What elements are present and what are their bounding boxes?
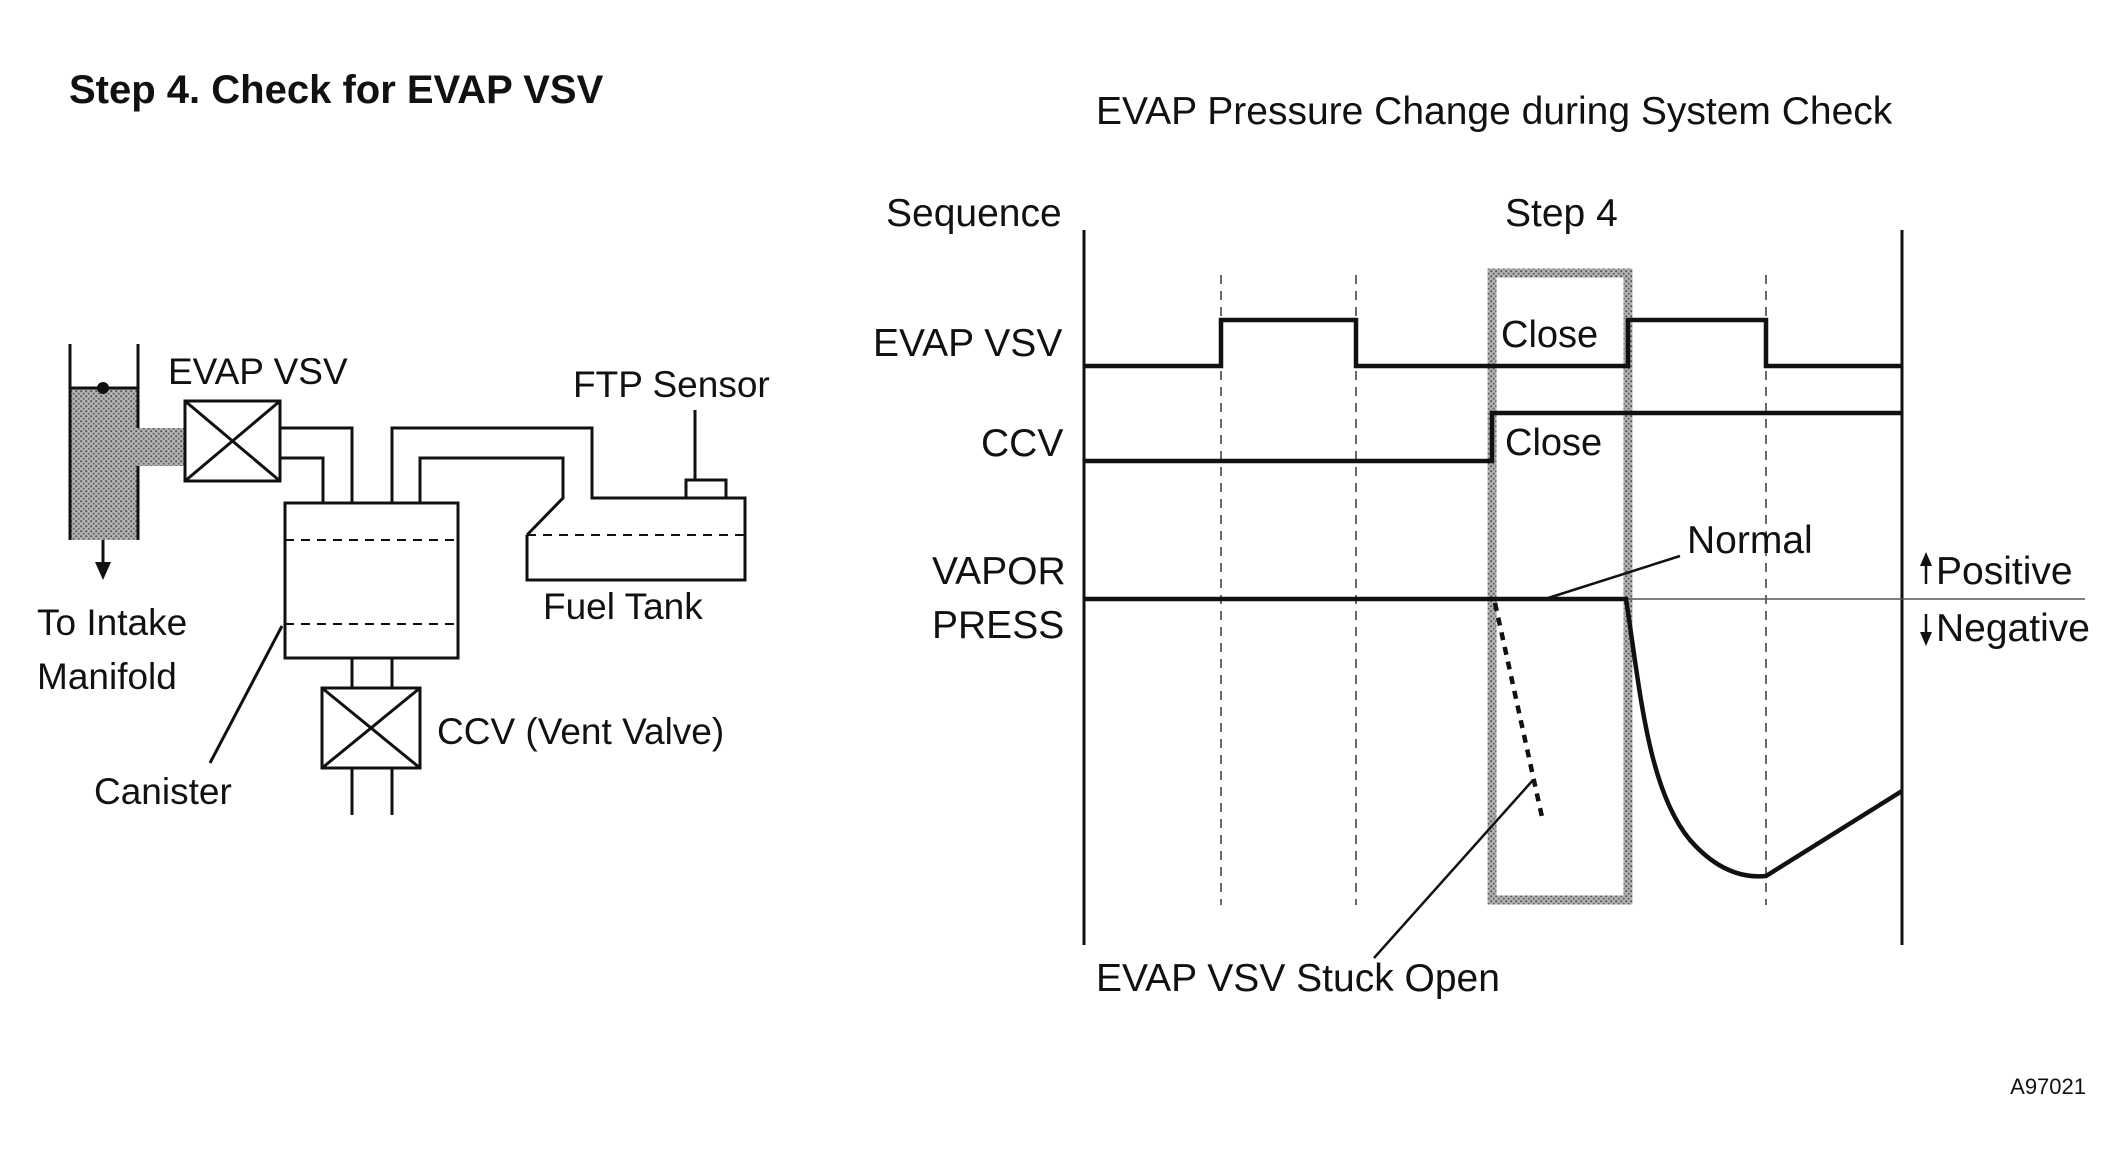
evap-vsv-signal xyxy=(1084,317,1902,369)
normal-label: Normal xyxy=(1687,519,1813,562)
ftp-sensor xyxy=(684,410,728,500)
canister xyxy=(283,501,460,660)
ccv-signal xyxy=(1084,410,1902,464)
intake-label-line2: Manifold xyxy=(37,656,177,697)
ccv-label: CCV (Vent Valve) xyxy=(437,711,724,752)
step-label: Step 4 xyxy=(1505,192,1618,235)
up-arrow-icon xyxy=(1920,552,1932,584)
row-label-vapor: VAPOR xyxy=(932,550,1066,593)
down-arrow-icon xyxy=(1920,614,1932,646)
timing-chart: EVAP Pressure Change during System Check… xyxy=(873,90,2090,1000)
fuel-tank-label: Fuel Tank xyxy=(543,586,703,627)
evap-schematic: EVAP VSV FTP Sensor To Intake Manifold F… xyxy=(37,344,770,815)
positive-label: Positive xyxy=(1936,550,2073,593)
evap-vsv-valve xyxy=(183,399,282,483)
row-label-ccv: CCV xyxy=(981,422,1063,465)
sequence-label: Sequence xyxy=(886,192,1062,235)
down-arrow-icon xyxy=(95,540,111,580)
negative-label: Negative xyxy=(1936,607,2090,650)
ftp-sensor-label: FTP Sensor xyxy=(573,364,770,405)
page-title: Step 4. Check for EVAP VSV xyxy=(69,68,604,112)
figure-id: A97021 xyxy=(2010,1074,2086,1099)
vsv-close-label: Close xyxy=(1501,314,1598,356)
ccv-valve xyxy=(320,686,422,770)
intake-label-line1: To Intake xyxy=(37,602,187,643)
row-label-evap-vsv: EVAP VSV xyxy=(873,322,1062,365)
stuck-open-label: EVAP VSV Stuck Open xyxy=(1096,957,1500,1000)
chart-title: EVAP Pressure Change during System Check xyxy=(1096,90,1893,133)
evap-vsv-label: EVAP VSV xyxy=(168,351,348,392)
vapor-press-stuck-open-curve xyxy=(1492,602,1545,818)
ccv-close-label: Close xyxy=(1505,422,1602,464)
canister-label: Canister xyxy=(94,771,232,812)
row-label-press: PRESS xyxy=(932,604,1064,647)
vapor-press-normal-curve xyxy=(1084,596,1904,879)
intake-manifold xyxy=(70,388,185,540)
step4-window xyxy=(1487,268,1633,905)
fuel-tank xyxy=(525,496,747,582)
